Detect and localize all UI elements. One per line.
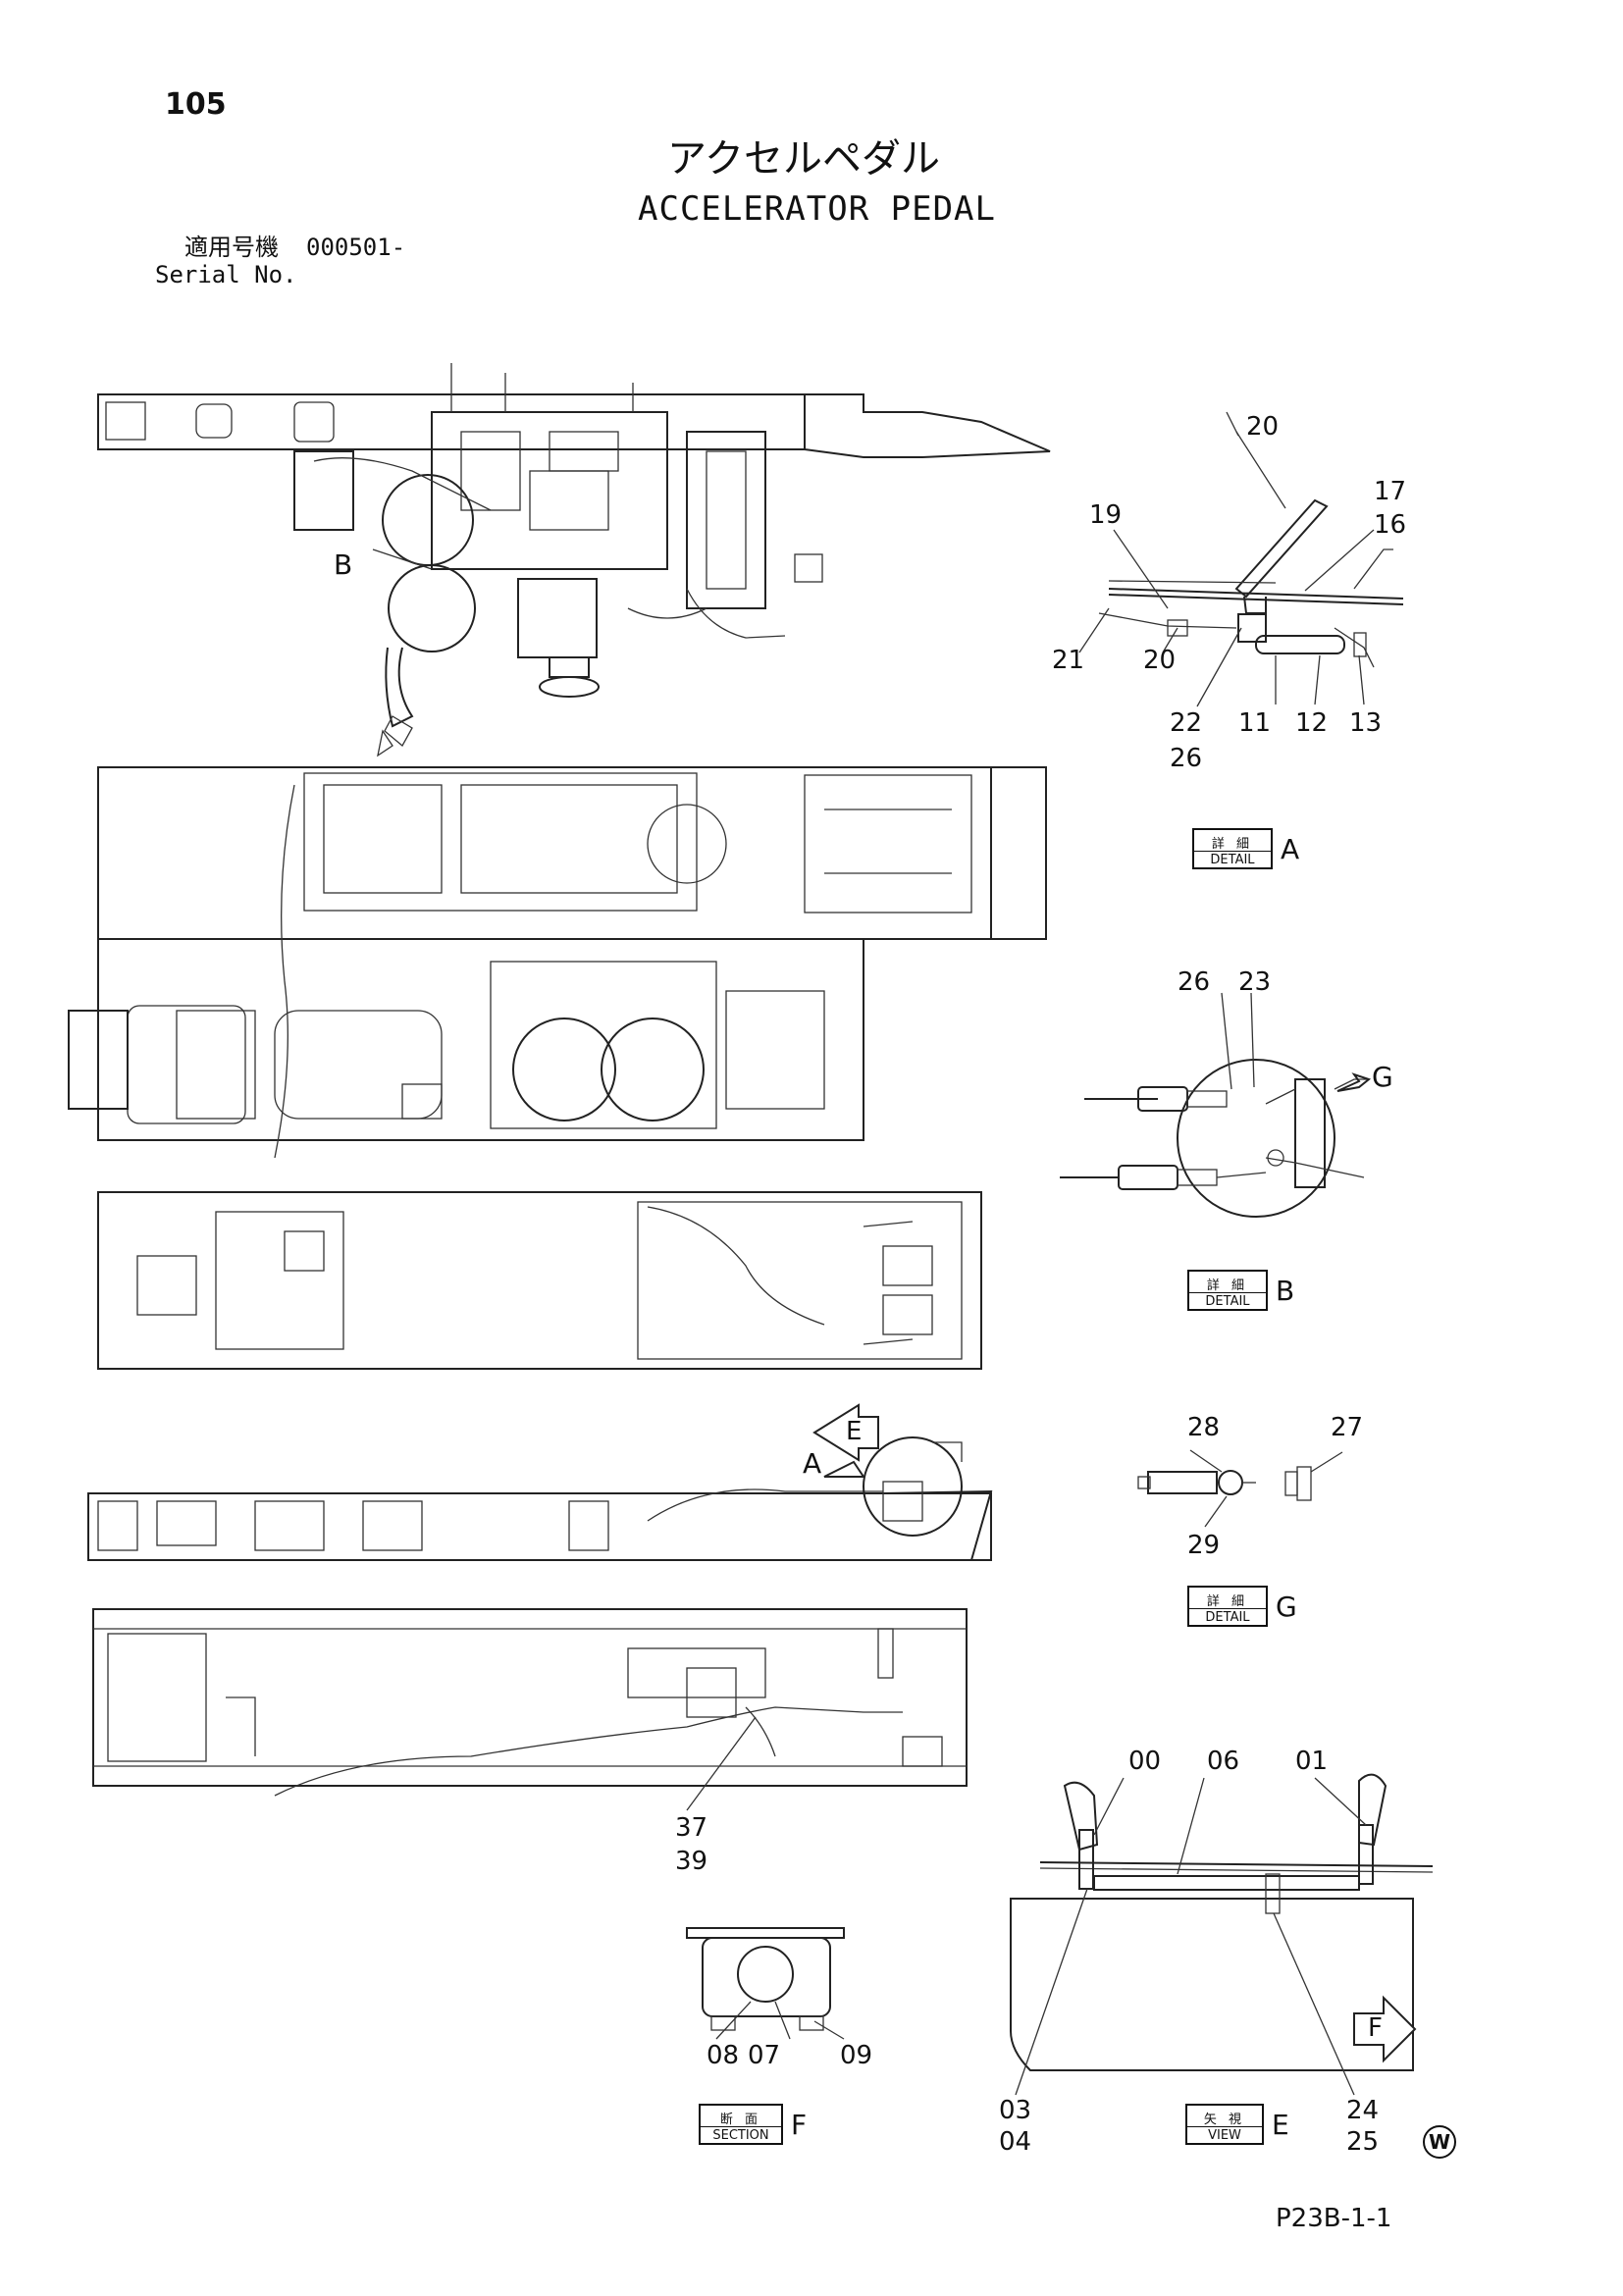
callout-37: 37 — [675, 1813, 708, 1843]
circle-w-mark: W — [1423, 2125, 1456, 2159]
view-e-drawing — [1010, 1773, 1434, 2096]
page-title-japanese: アクセルペダル — [667, 136, 940, 182]
callout-29: 29 — [1187, 1531, 1221, 1560]
detail-g-badge: 詳 細 DETAIL G — [1187, 1584, 1297, 1629]
chassis-plan-view — [68, 766, 1047, 1370]
badge-letter: B — [1276, 1274, 1295, 1307]
side-elevation-view — [87, 1403, 993, 1561]
section-f-drawing — [686, 1927, 845, 2040]
view-marker-f: F — [1368, 2013, 1383, 2043]
page-title-english: ACCELERATOR PEDAL — [638, 189, 996, 229]
callout-20: 20 — [1246, 412, 1280, 442]
serial-label-japanese: 適用号機 — [184, 234, 279, 261]
badge-jp-label: 詳 細 — [1206, 1278, 1249, 1293]
callout-20-lower: 20 — [1143, 646, 1177, 675]
view-marker-e: E — [846, 1417, 863, 1446]
badge-jp-label: 詳 細 — [1206, 1594, 1249, 1609]
callout-28: 28 — [1187, 1413, 1221, 1442]
badge-jp-label: 断 面 — [719, 2113, 762, 2127]
callout-12: 12 — [1295, 708, 1329, 738]
detail-a-badge: 詳 細 DETAIL A — [1192, 826, 1299, 871]
callout-01: 01 — [1295, 1747, 1329, 1776]
detail-a-drawing — [1078, 411, 1404, 707]
page-number: 105 — [165, 87, 227, 122]
callout-27: 27 — [1331, 1413, 1364, 1442]
badge-en-label: DETAIL — [1194, 851, 1271, 867]
callout-22: 22 — [1170, 708, 1203, 738]
serial-label-english: Serial No. — [155, 261, 297, 288]
callout-39: 39 — [675, 1847, 708, 1876]
callout-17: 17 — [1374, 477, 1407, 506]
callout-04: 04 — [999, 2127, 1032, 2157]
section-f-badge: 断 面 SECTION F — [699, 2102, 807, 2147]
upper-frame-top-view — [97, 363, 1051, 757]
callout-21: 21 — [1052, 646, 1085, 675]
detail-b-badge: 詳 細 DETAIL B — [1187, 1268, 1294, 1313]
badge-letter: F — [791, 2108, 808, 2141]
callout-08: 08 — [707, 2041, 740, 2070]
badge-en-label: DETAIL — [1189, 1292, 1266, 1309]
callout-13: 13 — [1349, 708, 1383, 738]
drawing-code: P23B-1-1 — [1276, 2204, 1392, 2233]
callout-06: 06 — [1207, 1747, 1240, 1776]
badge-jp-label: 詳 細 — [1211, 837, 1254, 852]
callout-25: 25 — [1346, 2127, 1380, 2157]
callout-26: 26 — [1170, 744, 1203, 773]
lower-frame-plan — [92, 1608, 968, 1811]
view-marker-a: A — [803, 1447, 822, 1480]
callout-26-detail-b: 26 — [1178, 967, 1211, 997]
callout-11: 11 — [1238, 708, 1272, 738]
badge-jp-label: 矢 視 — [1203, 2113, 1246, 2127]
view-marker-g: G — [1372, 1061, 1393, 1093]
badge-en-label: DETAIL — [1189, 1608, 1266, 1625]
detail-g-drawing — [1137, 1449, 1343, 1528]
badge-en-label: VIEW — [1187, 2126, 1262, 2143]
serial-number-value: 000501- — [306, 234, 406, 261]
callout-24: 24 — [1346, 2096, 1380, 2125]
callout-03: 03 — [999, 2096, 1032, 2125]
badge-en-label: SECTION — [701, 2126, 781, 2143]
callout-19: 19 — [1089, 500, 1123, 530]
badge-letter: E — [1272, 2108, 1289, 2141]
view-marker-b: B — [334, 548, 353, 581]
callout-09: 09 — [840, 2041, 873, 2070]
view-e-badge: 矢 視 VIEW E — [1185, 2102, 1289, 2147]
detail-b-drawing — [1060, 992, 1372, 1218]
callout-23: 23 — [1238, 967, 1272, 997]
callout-16: 16 — [1374, 510, 1407, 540]
badge-letter: A — [1281, 832, 1300, 865]
badge-letter: G — [1276, 1590, 1297, 1623]
callout-07: 07 — [748, 2041, 781, 2070]
callout-00: 00 — [1128, 1747, 1162, 1776]
